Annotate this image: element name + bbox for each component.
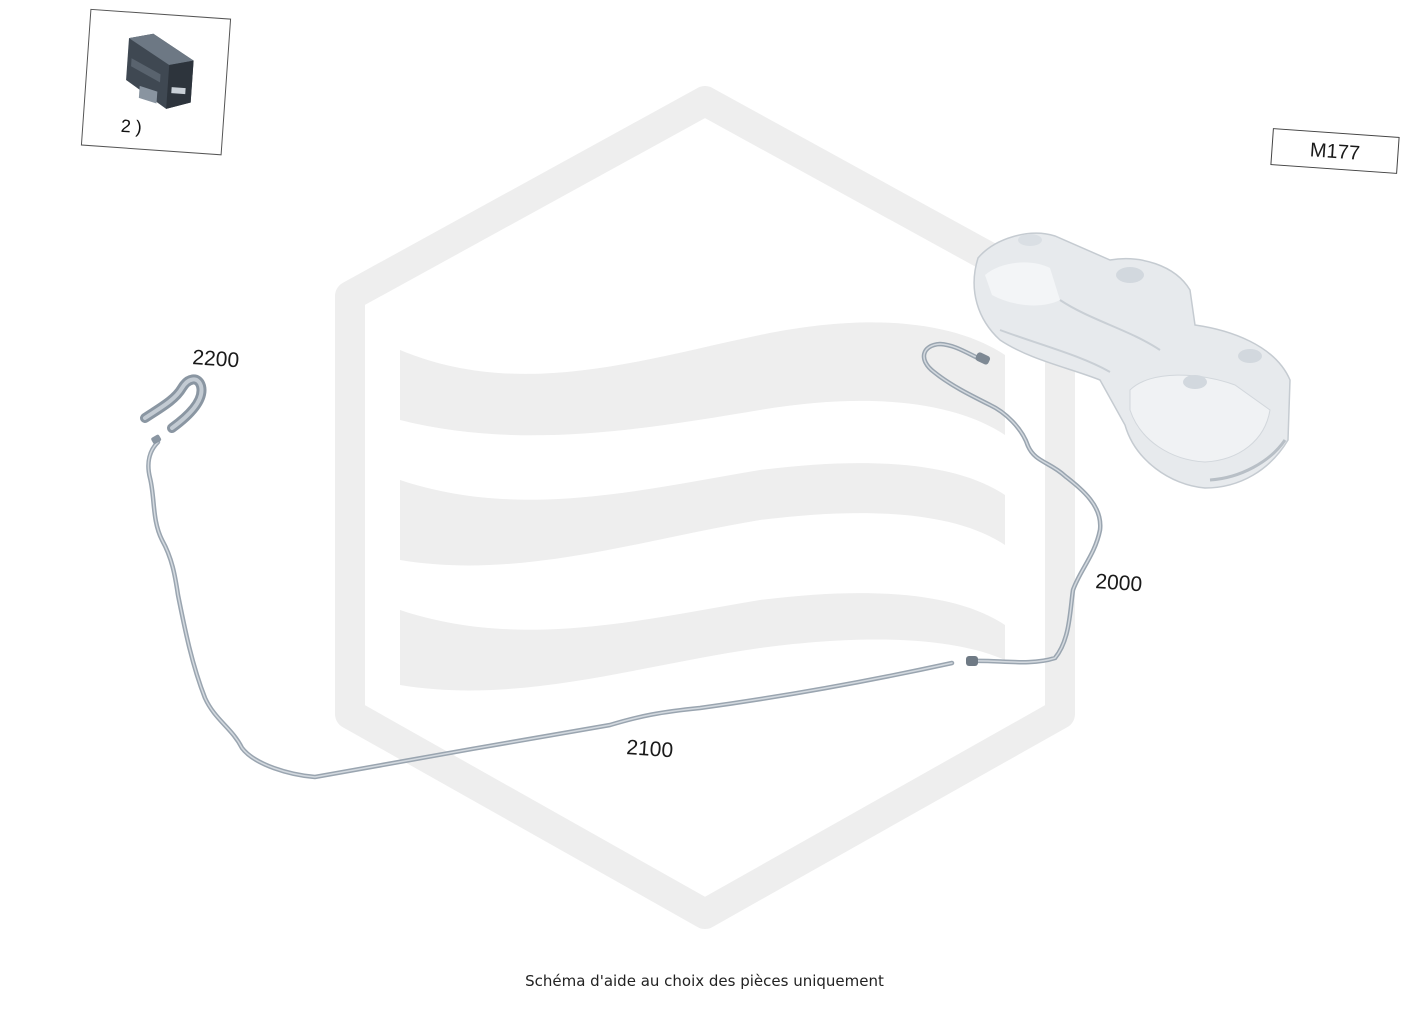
fuel-tank-icon[interactable] — [973, 232, 1291, 489]
pipe-fitting-bottom — [966, 656, 978, 666]
part-2000[interactable]: 2000 — [921, 341, 1143, 666]
thumbnail-box[interactable]: 2 ) — [80, 8, 232, 156]
connector-block-icon — [126, 33, 194, 109]
watermark-wave-top — [400, 322, 1005, 436]
watermark-logo — [335, 86, 1075, 929]
part-label-2000: 2000 — [1095, 570, 1143, 596]
model-tag-frame — [1270, 128, 1400, 174]
model-tag: M177 — [1270, 128, 1400, 174]
part-label-2100: 2100 — [626, 736, 674, 762]
pipe-fitting-top — [975, 352, 991, 365]
model-tag-label: M177 — [1309, 139, 1360, 164]
part-label-2200: 2200 — [192, 346, 240, 372]
footer-disclaimer: Schéma d'aide au choix des pièces unique… — [525, 972, 884, 990]
part-2100[interactable]: 2100 — [146, 434, 955, 780]
part-2200[interactable]: 2200 — [140, 346, 240, 433]
watermark-wave-bottom — [400, 593, 1005, 691]
watermark-wave-middle — [400, 463, 1005, 566]
thumbnail-label: 2 ) — [120, 116, 142, 137]
pipe-fitting-left — [151, 434, 162, 444]
fuel-hose-icon — [140, 374, 207, 433]
